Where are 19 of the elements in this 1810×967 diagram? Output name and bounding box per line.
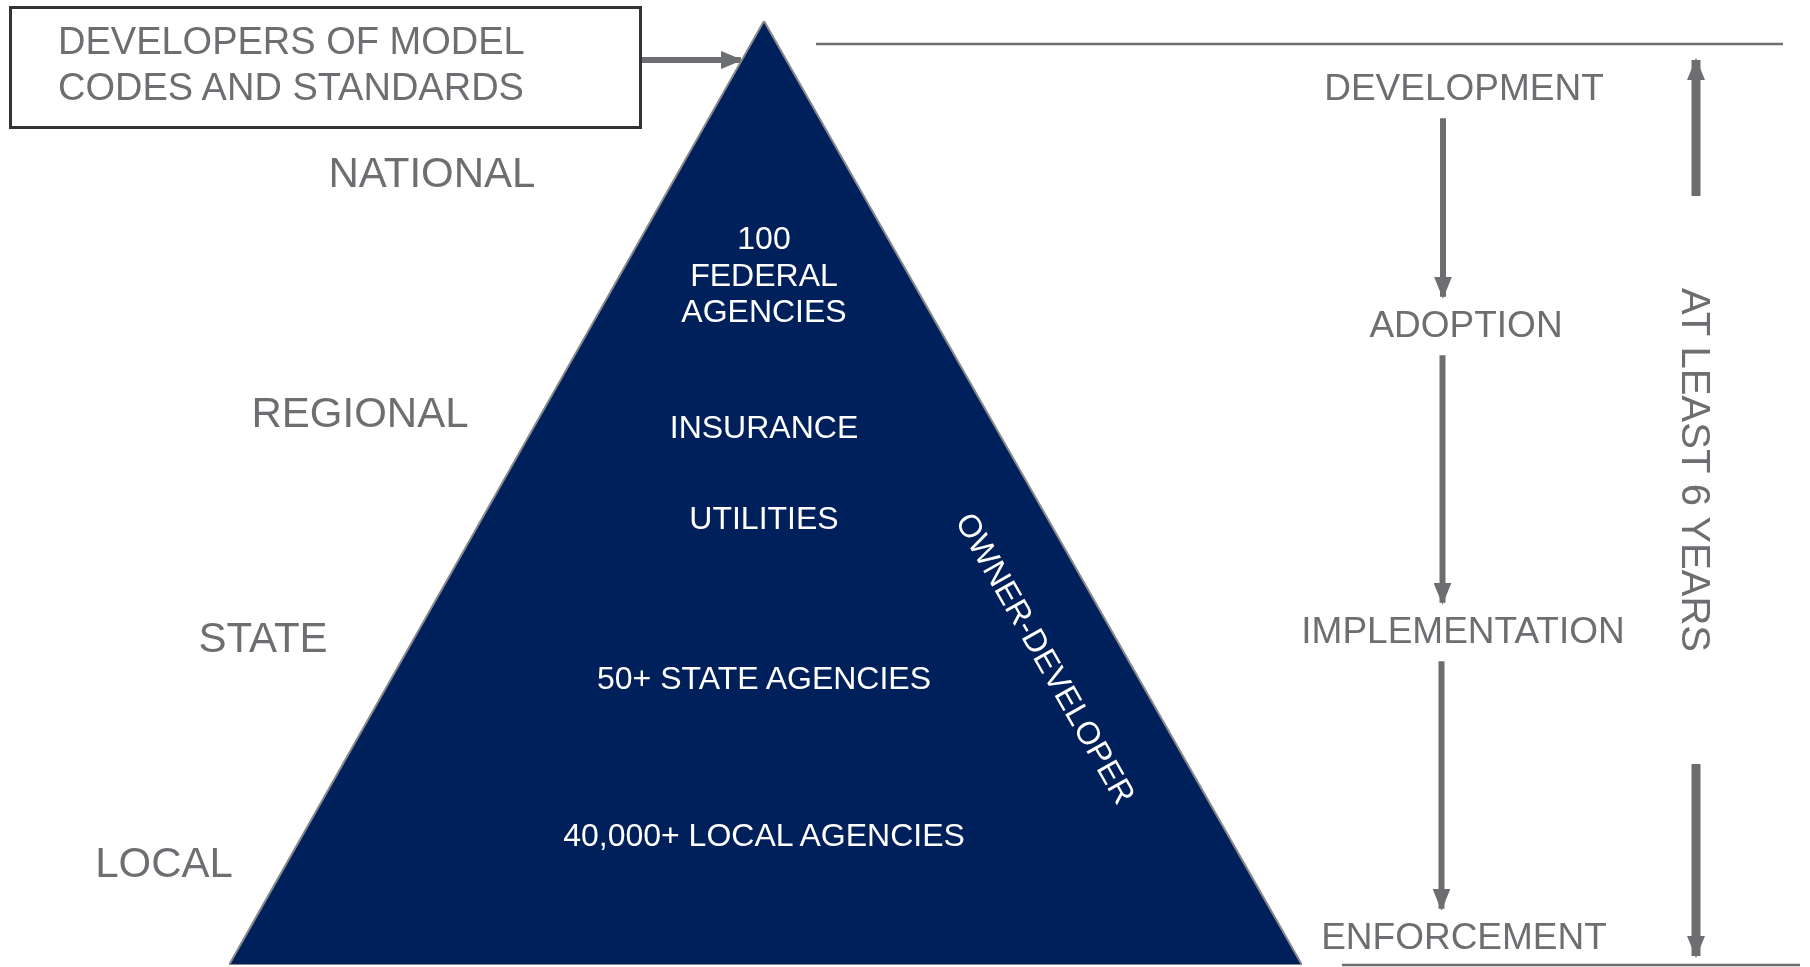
- pyramid-label: UTILITIES: [689, 499, 839, 537]
- pyramid-label: 100 FEDERAL AGENCIES: [680, 219, 848, 331]
- stage-label: IMPLEMENTATION: [1301, 610, 1625, 652]
- arrow: [1432, 661, 1451, 911]
- duration-label: AT LEAST 6 YEARS: [1673, 288, 1719, 652]
- arrow: [1434, 118, 1452, 299]
- stage-label: DEVELOPMENT: [1324, 67, 1604, 109]
- level-label: NATIONAL: [328, 148, 536, 198]
- level-label: STATE: [198, 613, 328, 663]
- arrow: [642, 51, 743, 69]
- pyramid-label: 50+ STATE AGENCIES: [596, 659, 931, 697]
- stage-label: ENFORCEMENT: [1321, 916, 1607, 958]
- pyramid-label: INSURANCE: [669, 408, 859, 446]
- arrow: [1433, 355, 1452, 605]
- source-box: DEVELOPERS OF MODEL CODES AND STANDARDS: [9, 6, 642, 129]
- level-label: REGIONAL: [251, 388, 469, 438]
- level-label: LOCAL: [95, 838, 233, 888]
- stage-label: ADOPTION: [1369, 304, 1563, 346]
- pyramid-label: 40,000+ LOCAL AGENCIES: [563, 816, 965, 854]
